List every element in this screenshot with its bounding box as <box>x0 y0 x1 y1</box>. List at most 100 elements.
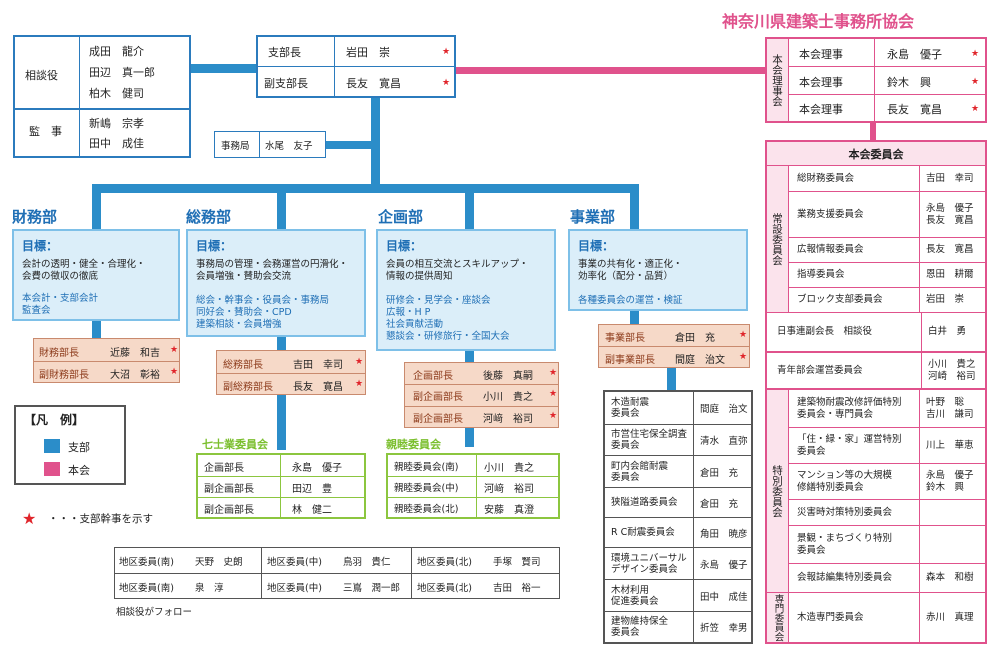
shinboku-name-2: 河﨑 裕司 <box>484 484 534 495</box>
general-vice-label: 副総務部長 <box>223 382 273 393</box>
district-label: 地区委員(北) <box>417 583 472 594</box>
planning-chief-name: 後藤 真嗣 <box>483 371 533 382</box>
business-chief-name: 倉田 充 <box>675 333 715 344</box>
shichi-name-2: 田辺 豊 <box>292 484 332 495</box>
business-drop-2 <box>667 368 676 390</box>
star-icon: ★ <box>549 411 558 421</box>
planning-vice-label-1: 副企画部長 <box>413 392 463 403</box>
dept-title-general: 総務部 <box>186 208 232 226</box>
dept-title-planning: 企画部 <box>378 208 424 226</box>
expert-label: 専門委員会 <box>767 593 789 642</box>
shinboku-committee-title: 親睦委員会 <box>386 438 441 451</box>
goal-box-general: 目標： 事務局の管理・会務運営の円滑化・ 会員増強・賛助会交流 総会・幹事会・役… <box>186 229 366 337</box>
legend-branch: 支部 <box>68 441 90 454</box>
planning-role-box: 企画部長 後藤 真嗣 ★ 副企画部長 小川 貴之 ★ 副企画部長 河﨑 裕司 ★ <box>404 362 559 428</box>
list-item: R C耐震委員会角田 暁彦 <box>605 518 751 548</box>
divider <box>388 497 558 498</box>
vice-branch-chief-label: 副支部長 <box>264 77 308 90</box>
goal-text: 会計の透明・健全・合理化・ 会費の徴収の徹底 <box>22 259 146 282</box>
goal-box-business: 目標： 事業の共有化・適正化・ 効率化（配分・品質） 各種委員会の運営・検証 <box>568 229 748 311</box>
board-line <box>456 67 766 74</box>
star-icon: ★ <box>22 509 37 528</box>
list-item: 狭隘道路委員会倉田 充 <box>605 488 751 518</box>
divider <box>789 94 985 95</box>
shichi-role-1: 企画部長 <box>204 463 244 474</box>
district-name: 天野 史朗 <box>195 557 243 568</box>
divider <box>789 66 985 67</box>
planning-vice-name-2: 河﨑 裕司 <box>483 414 533 425</box>
shinboku-role-2: 親睦委員会(中) <box>394 483 459 494</box>
legend-box: 【凡 例】 支部 本会 <box>14 405 126 485</box>
dept-title-business: 事業部 <box>570 208 616 226</box>
branch-color-swatch <box>44 439 60 453</box>
star-icon: ★ <box>170 367 179 377</box>
divider <box>258 66 454 67</box>
goal-activities: 研修会・見学会・座談会 広報・H P 社会貢献活動 懇談会・研修旅行・全国大会 <box>386 295 510 342</box>
planning-vice-name-1: 小川 貴之 <box>483 392 533 403</box>
list-item: 景観・まちづくり特別 委員会 <box>789 526 985 564</box>
goal-heading: 目標： <box>578 239 615 253</box>
board-name-3: 長友 寛昌 <box>887 103 942 116</box>
district-name: 泉 淳 <box>195 583 224 594</box>
goal-box-planning: 目標： 会員の相互交流とスキルアップ・ 情報の提供周知 研修会・見学会・座談会 … <box>376 229 556 351</box>
main-color-swatch <box>44 462 60 476</box>
star-icon: ★ <box>971 49 980 59</box>
finance-drop <box>92 320 101 338</box>
branch-head-box: 支部長 岩田 崇 ★ 副支部長 長友 寛昌 ★ <box>256 35 456 98</box>
divider <box>874 39 875 121</box>
divider <box>79 37 80 156</box>
star-icon: ★ <box>549 368 558 378</box>
district-name: 三嶌 潤一郎 <box>343 583 401 594</box>
district-label: 地区委員(中) <box>267 557 322 568</box>
finance-vice-label: 副財務部長 <box>39 370 89 381</box>
business-role-box: 事業部長 倉田 充 ★ 副事業部長 間庭 治文 ★ <box>598 324 750 368</box>
secretariat-name: 水尾 友子 <box>265 141 313 152</box>
business-chief-label: 事業部長 <box>605 333 645 344</box>
general-chief-name: 吉田 幸司 <box>293 360 343 371</box>
district-label: 地区委員(南) <box>119 583 174 594</box>
list-item: 木材利用 促進委員会田中 成佳 <box>605 580 751 612</box>
divider <box>198 497 364 498</box>
divider <box>411 548 412 598</box>
general-vice-name: 長友 寛昌 <box>293 382 343 393</box>
shichi-committee-title: 七士業委員会 <box>202 438 268 451</box>
planning-vice-label-2: 副企画部長 <box>413 414 463 425</box>
board-label: 本会理事会 <box>767 39 789 121</box>
legend-star-note: ・・・支部幹事を示す <box>48 513 153 525</box>
list-item: 「住・緑・家」運営特別 委員会川上 華恵 <box>789 428 985 464</box>
horizontal-line <box>92 184 638 193</box>
finance-role-box: 財務部長 近藤 和吉 ★ 副財務部長 大沼 彰裕 ★ <box>33 338 180 383</box>
star-icon: ★ <box>739 330 748 340</box>
general-drop-2 <box>277 395 286 450</box>
shinboku-name-3: 安藤 真澄 <box>484 505 534 516</box>
goal-activities: 各種委員会の運営・検証 <box>578 295 683 306</box>
branch-chief-label: 支部長 <box>268 46 301 59</box>
board-name-1: 永島 優子 <box>887 48 942 61</box>
main-committee-table: 本会委員会 常設委員会 総財務委員会吉田 幸司 業務支援委員会永島 優子 長友 … <box>765 140 987 644</box>
business-drop <box>630 310 639 324</box>
secretariat-label: 事務局 <box>221 141 250 152</box>
main-committee-title: 本会委員会 <box>767 142 985 166</box>
list-item: 環境ユニバーサル デザイン委員会永島 優子 <box>605 548 751 580</box>
divider <box>198 476 364 477</box>
goal-heading: 目標： <box>386 239 423 253</box>
board-box: 本会理事会 本会理事 永島 優子 ★ 本会理事 鈴木 興 ★ 本会理事 長友 寛… <box>765 37 987 123</box>
goal-text: 会員の相互交流とスキルアップ・ 情報の提供周知 <box>386 259 529 282</box>
standing-label: 常設委員会 <box>767 166 789 313</box>
advisor-box: 相談役 成田 龍介 田辺 真一郎 柏木 健司 監 事 新嶋 宗孝 田中 成佳 <box>13 35 191 158</box>
list-item: 建物維持保全 委員会折笠 幸男 <box>605 612 751 642</box>
special-label: 特別委員会 <box>767 390 789 593</box>
shichi-name-3: 林 健二 <box>292 505 332 516</box>
advisor-line <box>190 64 256 73</box>
legend-title: 【凡 例】 <box>24 413 85 427</box>
goal-activities: 総会・幹事会・役員会・事務局 同好会・賛助会・CPD 建築相談・会員増強 <box>196 295 330 330</box>
district-label: 地区委員(北) <box>417 557 472 568</box>
divider <box>405 384 558 385</box>
advisor-name-3: 柏木 健司 <box>89 87 144 100</box>
board-role-1: 本会理事 <box>799 48 843 61</box>
list-item: 市営住宅保全調査 委員会清水 直弥 <box>605 425 751 456</box>
finance-chief-name: 近藤 和吉 <box>110 348 160 359</box>
association-title: 神奈川県建築士事務所協会 <box>722 12 915 31</box>
divider <box>115 573 559 574</box>
list-item: 町内会館耐震 委員会倉田 充 <box>605 456 751 488</box>
